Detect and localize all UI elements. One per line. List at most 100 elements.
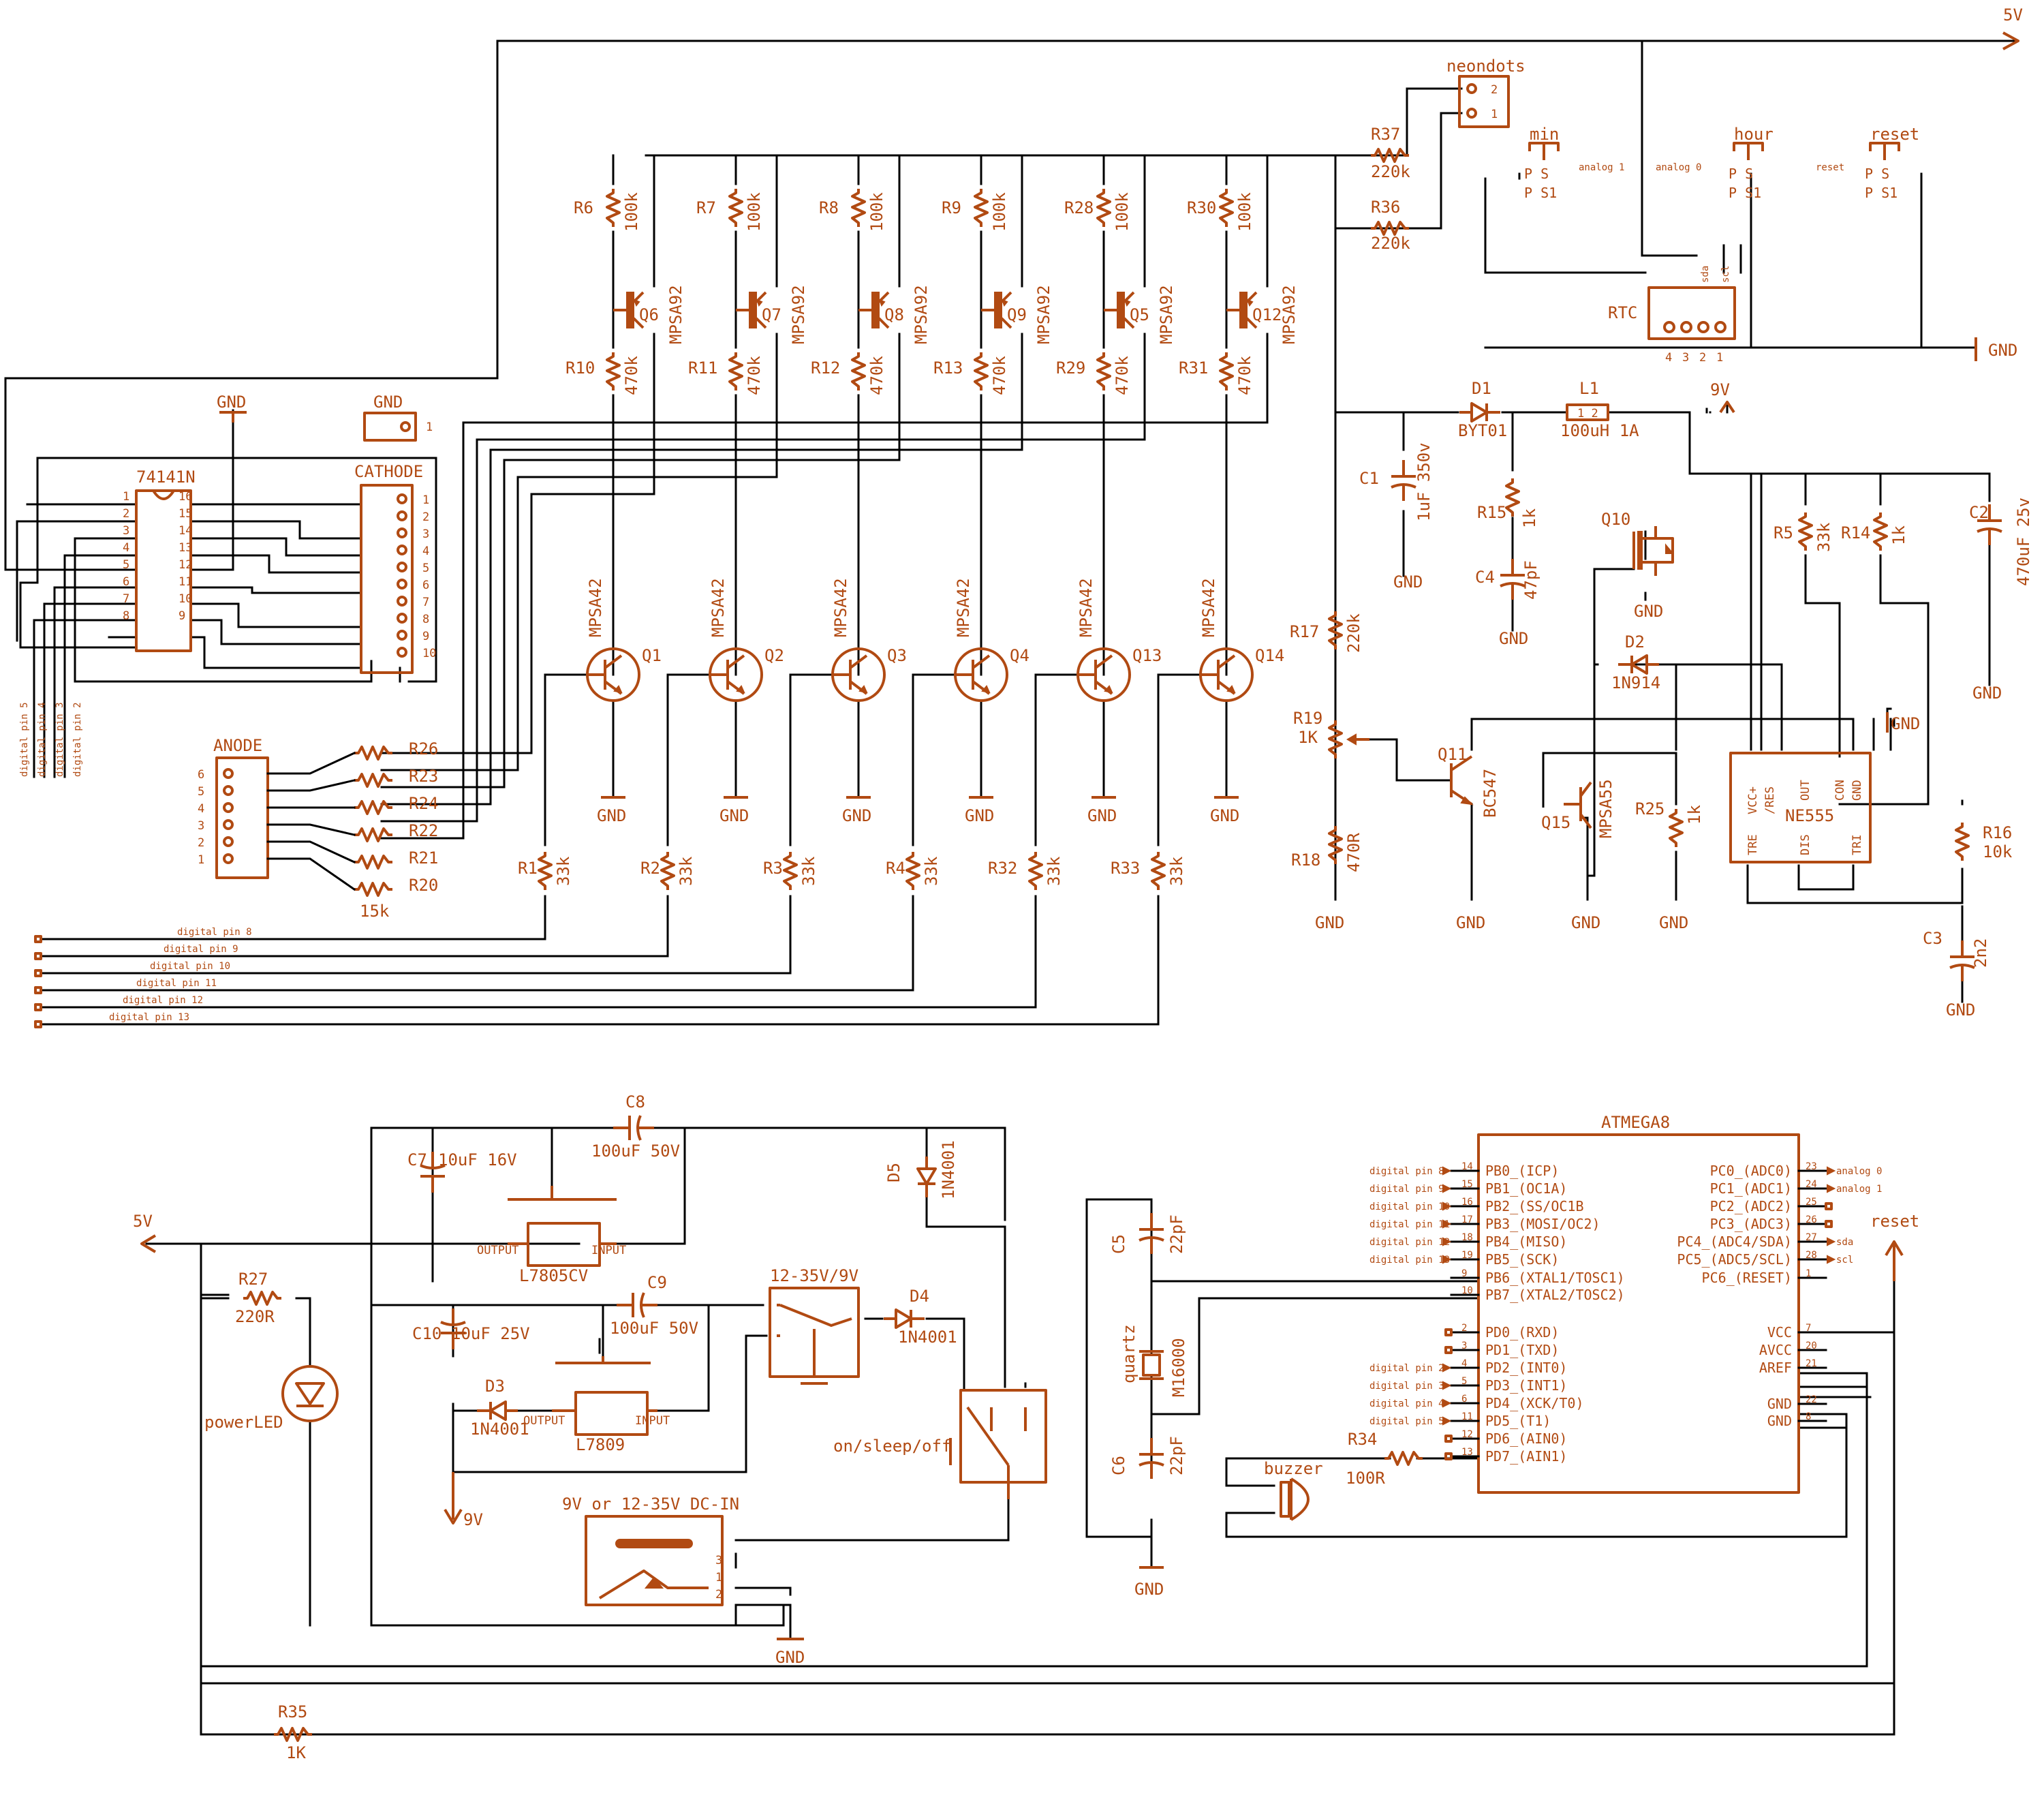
r11-name: R11: [688, 358, 717, 378]
digital-line-9: digital pin 9: [164, 944, 238, 955]
r6-name: R6: [574, 198, 593, 217]
mcu-pin-pb7-xtal2-tosc2-: PB7_(XTAL2/TOSC2): [1485, 1287, 1625, 1303]
c3-value: 2n2: [1971, 938, 1990, 968]
gnd-q4: GND: [965, 806, 994, 825]
r1-value: 33k: [554, 856, 573, 886]
mcu-pinnum-12: 12: [1461, 1429, 1473, 1440]
mcu-pinnum-3: 3: [1461, 1340, 1467, 1351]
gnd-rtc: GND: [1975, 337, 2017, 361]
mcu-net-24: analog 1: [1836, 1184, 1882, 1195]
mcu-pin-pd7-ain1-: PD7_(AIN1): [1485, 1448, 1567, 1465]
rtc-pin-1: 1: [1716, 351, 1723, 365]
d5-name: D5: [884, 1163, 903, 1182]
quartz-name: quartz: [1119, 1324, 1139, 1383]
resistor-r7: [728, 187, 743, 228]
q4-type: MPSA42: [954, 578, 973, 637]
gnd-c1: GND: [1393, 572, 1423, 592]
decoder-left-pin-8: 8: [123, 609, 129, 623]
switch-min-label: min: [1530, 125, 1559, 144]
dcin-pin-3: 3: [715, 1554, 722, 1567]
q11-type: BC547: [1481, 769, 1500, 818]
mcu-pin-pb3-mosi-oc2-: PB3_(MOSI/OC2): [1485, 1216, 1600, 1232]
switch-min-ps1: P S1: [1524, 185, 1557, 201]
mcu-pinnum-24: 24: [1806, 1179, 1817, 1190]
r15-value: 1k: [1520, 508, 1539, 528]
anode-pin-5: 5: [198, 785, 204, 799]
r11-value: 470k: [745, 356, 764, 395]
mcu-net-16: digital pin 10: [1369, 1201, 1450, 1212]
neondots-label: neondots: [1446, 57, 1526, 76]
boost-components: D1 BYT01 1 2 L1 100uH 1A 9V C1 1uF 350v …: [1290, 379, 2033, 1020]
c2-value: 470uF 25v: [2014, 497, 2033, 586]
r3-value: 33k: [799, 856, 818, 886]
resistor-r2: [660, 851, 675, 891]
resistor-r36: R36 220k: [1369, 198, 1410, 253]
r21-name: R21: [409, 848, 438, 868]
mcu-net-6: digital pin 4: [1369, 1398, 1444, 1409]
gnd-r25: GND: [1659, 913, 1688, 932]
switch-hour-net: analog 0: [1656, 162, 1701, 173]
ne555-vcc: VCC+: [1746, 786, 1760, 814]
r3-name: R3: [763, 859, 783, 878]
r35-value: 1K: [286, 1743, 306, 1762]
q14-name: Q14: [1255, 646, 1284, 665]
mcu-pinnum-6: 6: [1461, 1394, 1467, 1405]
mcu-pin-pb2-ss-oc1b: PB2_(SS/OC1B: [1485, 1198, 1584, 1214]
net-5v-top-label: 5V: [2003, 5, 2023, 25]
cathode-pin-5: 5: [422, 562, 429, 575]
mcu-pinnum-10: 10: [1461, 1285, 1473, 1296]
mcu-pinnum-23: 23: [1806, 1161, 1817, 1172]
ne555-name: NE555: [1785, 806, 1834, 825]
r32-value: 33k: [1044, 856, 1064, 886]
gnd-decoder-label: GND: [217, 393, 246, 412]
r31-value: 470k: [1235, 356, 1254, 395]
switch-group: min P S P S1 analog 1 hour P S P S1 anal…: [1524, 125, 1919, 201]
cathode-pin-2: 2: [422, 510, 429, 524]
q1-name: Q1: [642, 646, 662, 665]
d2-name: D2: [1625, 632, 1645, 652]
resistor-r6: [606, 187, 621, 228]
mcu-pin-pd1-txd-: PD1_(TXD): [1485, 1342, 1559, 1358]
d1-name: D1: [1472, 379, 1491, 398]
q7-type: MPSA92: [789, 285, 808, 344]
decoder-right-pin-9: 9: [179, 609, 185, 623]
reg1-name: L7805CV: [519, 1266, 588, 1285]
switch-min-net: analog 1: [1579, 162, 1624, 173]
wires-decoder: [16, 409, 437, 778]
q13-name: Q13: [1132, 646, 1162, 665]
mcu-pinnum-14: 14: [1461, 1161, 1473, 1172]
d3-name: D3: [485, 1377, 505, 1396]
onoff-label: on/sleep/off: [833, 1437, 951, 1456]
r33-name: R33: [1111, 859, 1140, 878]
ne555-out: OUT: [1799, 780, 1812, 801]
r5-name: R5: [1774, 523, 1793, 542]
switch-reset[interactable]: reset P S P S1 reset: [1816, 125, 1919, 201]
gnd-mcu: GND: [1134, 1580, 1164, 1599]
c3-name: C3: [1923, 929, 1942, 948]
mcu-pin-pb1-oc1a-: PB1_(OC1A): [1485, 1180, 1567, 1197]
r5-value: 33k: [1814, 522, 1833, 552]
q13-type: MPSA42: [1077, 578, 1096, 637]
r15-name: R15: [1477, 503, 1506, 522]
switch-hour[interactable]: hour P S P S1 analog 0: [1656, 125, 1774, 201]
gnd-c4: GND: [1499, 629, 1528, 648]
mcu-pinnum-9: 9: [1461, 1268, 1467, 1279]
cathode-pin-10: 10: [422, 647, 436, 660]
anode-pin-2: 2: [198, 836, 204, 850]
resistor-r26: R26: [266, 739, 438, 775]
q15-type: MPSA55: [1596, 779, 1615, 838]
reg2-input: INPUT: [635, 1414, 670, 1428]
resistor-r23: R23: [266, 767, 438, 792]
q12-type: MPSA92: [1280, 285, 1299, 344]
mcu-pin-gnd-8: GND: [1767, 1413, 1792, 1429]
q4-name: Q4: [1010, 646, 1029, 665]
r1-name: R1: [518, 859, 538, 878]
switch-min[interactable]: min P S P S1 analog 1: [1524, 125, 1624, 201]
r10-name: R10: [566, 358, 595, 378]
mcu-net-5: digital pin 3: [1369, 1381, 1444, 1392]
decoder-left-pin-7: 7: [123, 592, 129, 606]
gnd-r18: GND: [1315, 913, 1344, 932]
